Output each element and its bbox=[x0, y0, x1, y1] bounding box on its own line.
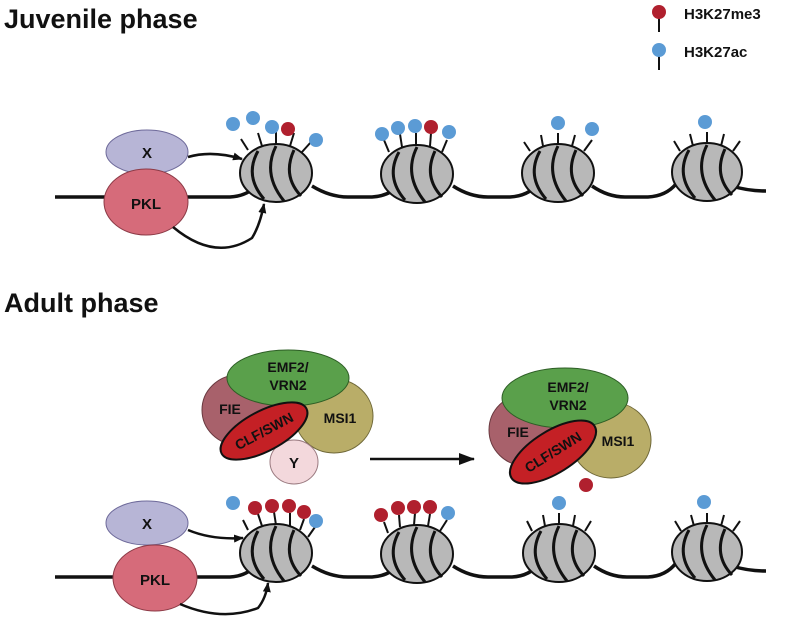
pkl-protein bbox=[112, 544, 198, 612]
methyl-mark bbox=[391, 501, 405, 515]
methyl-mark bbox=[282, 499, 296, 513]
legend-ac-marker bbox=[652, 43, 666, 70]
y-protein bbox=[269, 439, 319, 485]
methyl-mark bbox=[265, 499, 279, 513]
acetyl-mark bbox=[441, 506, 455, 520]
legend-ac-label: H3K27ac bbox=[684, 44, 747, 61]
methyl-mark bbox=[297, 505, 311, 519]
prc2-complex-released: EMF2/ VRN2 FIE MSI1 CLF/SWN bbox=[488, 367, 652, 485]
x-protein bbox=[105, 500, 189, 546]
x-to-nucleosome-arrow bbox=[187, 152, 243, 161]
methyl-mark bbox=[424, 120, 438, 134]
nucleosome bbox=[239, 511, 316, 583]
nucleosome bbox=[380, 512, 454, 584]
acetyl-mark bbox=[265, 120, 279, 134]
x-to-nucleosome-arrow bbox=[187, 528, 244, 543]
y-label: Y bbox=[289, 455, 299, 472]
methyl-mark bbox=[374, 508, 388, 522]
juvenile-phase-title: Juvenile phase bbox=[4, 4, 198, 34]
dna-strand bbox=[55, 561, 767, 579]
msi1-label: MSI1 bbox=[602, 433, 635, 449]
pkl-to-nucleosome-arrow bbox=[179, 582, 271, 616]
free-methyl-mark bbox=[579, 478, 593, 492]
emf2-label-line1: EMF2/ bbox=[547, 379, 588, 395]
pkl-protein-label: PKL bbox=[140, 572, 170, 589]
juvenile-section: X PKL bbox=[55, 111, 767, 250]
methyl-mark bbox=[407, 500, 421, 514]
methyl-mark bbox=[248, 501, 262, 515]
adult-section: EMF2/ VRN2 FIE MSI1 CLF/SWN Y EMF2/ VRN2… bbox=[55, 349, 767, 616]
nucleosome bbox=[671, 132, 743, 202]
acetyl-mark bbox=[698, 115, 712, 129]
pkl-protein-label: PKL bbox=[131, 196, 161, 213]
legend-me3-label: H3K27me3 bbox=[684, 6, 761, 23]
acetyl-mark bbox=[551, 116, 565, 130]
acetyl-mark bbox=[226, 496, 240, 510]
acetyl-mark bbox=[391, 121, 405, 135]
emf2-label-line2: VRN2 bbox=[549, 397, 587, 413]
prc2-complex: EMF2/ VRN2 FIE MSI1 CLF/SWN Y bbox=[201, 349, 374, 485]
emf2-label-line2: VRN2 bbox=[269, 377, 307, 393]
legend: H3K27me3 H3K27ac bbox=[652, 5, 761, 70]
dna-strand bbox=[55, 182, 767, 199]
acetyl-mark bbox=[309, 133, 323, 147]
x-protein-label: X bbox=[142, 145, 152, 162]
nucleosome bbox=[239, 131, 313, 203]
acetyl-mark bbox=[309, 514, 323, 528]
nucleosome bbox=[522, 513, 596, 583]
nucleosome bbox=[521, 133, 595, 203]
pkl-protein bbox=[103, 168, 189, 236]
legend-me3-marker bbox=[652, 5, 666, 32]
nucleosome bbox=[380, 132, 454, 204]
acetyl-mark bbox=[585, 122, 599, 136]
methyl-mark bbox=[423, 500, 437, 514]
nucleosome bbox=[671, 513, 743, 582]
clf-subunit bbox=[508, 419, 598, 485]
msi1-label: MSI1 bbox=[324, 410, 357, 426]
adult-phase-title: Adult phase bbox=[4, 288, 159, 318]
acetyl-mark bbox=[226, 117, 240, 131]
fie-label: FIE bbox=[507, 424, 529, 440]
x-protein-label: X bbox=[142, 516, 152, 533]
acetyl-mark bbox=[375, 127, 389, 141]
methyl-mark bbox=[281, 122, 295, 136]
acetyl-mark bbox=[408, 119, 422, 133]
acetyl-mark bbox=[442, 125, 456, 139]
acetyl-mark bbox=[552, 496, 566, 510]
acetyl-mark bbox=[246, 111, 260, 125]
acetyl-mark bbox=[697, 495, 711, 509]
clf-subunit bbox=[219, 401, 309, 461]
fie-label: FIE bbox=[219, 401, 241, 417]
pkl-to-nucleosome-arrow bbox=[172, 203, 267, 250]
emf2-label-line1: EMF2/ bbox=[267, 359, 308, 375]
